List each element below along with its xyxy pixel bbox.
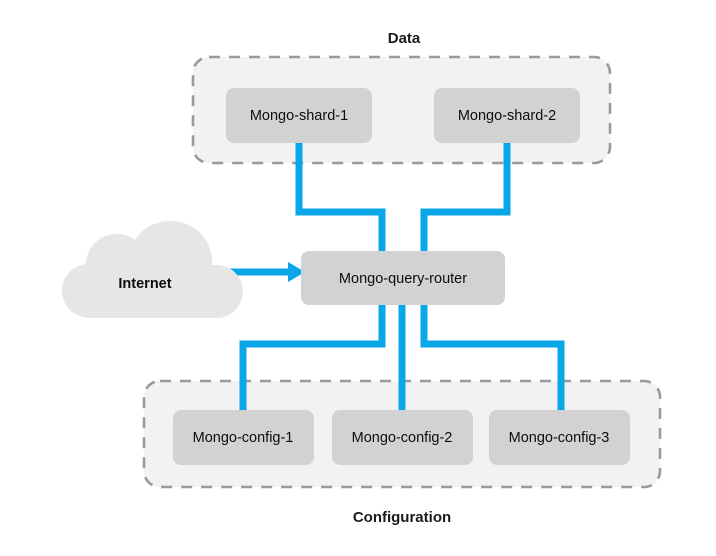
node-mongo-config-1[interactable]: Mongo-config-1 bbox=[173, 410, 314, 465]
internet-label: Internet bbox=[118, 276, 171, 292]
node-mongo-config-2-box bbox=[332, 410, 473, 465]
node-mongo-config-1-label: Mongo-config-1 bbox=[193, 430, 294, 446]
cloud-icon bbox=[62, 221, 243, 318]
link-shard2-to-router bbox=[420, 140, 511, 254]
node-mongo-shard-2-box bbox=[434, 88, 580, 143]
group-configuration-label: Configuration bbox=[353, 509, 451, 526]
node-mongo-shard-1-box bbox=[226, 88, 372, 143]
arrow-head-icon bbox=[288, 262, 305, 282]
node-mongo-shard-2[interactable]: Mongo-shard-2 bbox=[434, 88, 580, 143]
link-router-to-config3 bbox=[420, 302, 565, 414]
group-data-label: Data bbox=[388, 30, 421, 47]
node-mongo-query-router[interactable]: Mongo-query-router bbox=[301, 251, 505, 305]
node-mongo-shard-1[interactable]: Mongo-shard-1 bbox=[226, 88, 372, 143]
node-mongo-query-router-box bbox=[301, 251, 505, 305]
node-mongo-config-2-label: Mongo-config-2 bbox=[352, 430, 453, 446]
node-mongo-config-3[interactable]: Mongo-config-3 bbox=[489, 410, 630, 465]
node-mongo-config-3-label: Mongo-config-3 bbox=[509, 430, 610, 446]
node-mongo-shard-2-label: Mongo-shard-2 bbox=[458, 108, 556, 124]
link-shard1-to-router bbox=[295, 140, 386, 254]
node-mongo-config-1-box bbox=[173, 410, 314, 465]
internet-cloud[interactable]: Internet bbox=[62, 221, 243, 318]
node-mongo-config-2[interactable]: Mongo-config-2 bbox=[332, 410, 473, 465]
node-mongo-shard-1-label: Mongo-shard-1 bbox=[250, 108, 348, 124]
node-mongo-config-3-box bbox=[489, 410, 630, 465]
node-mongo-query-router-label: Mongo-query-router bbox=[339, 271, 467, 287]
link-router-to-config1 bbox=[239, 302, 386, 414]
